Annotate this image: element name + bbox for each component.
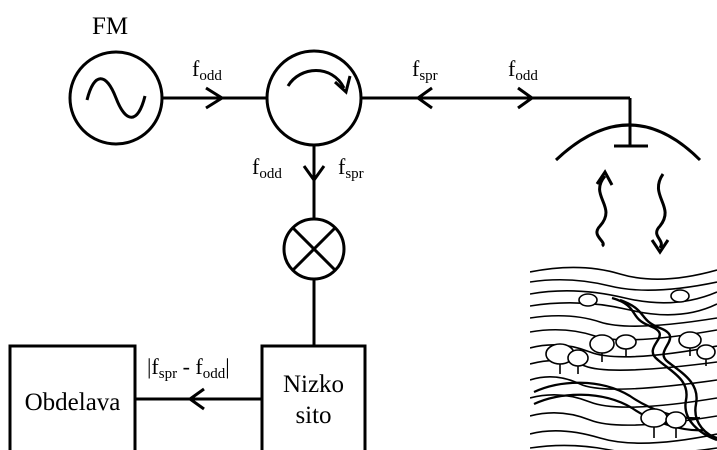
arrow-down-icon [302,165,326,183]
label-fspr-return: fspr [412,56,438,84]
arrow-left-icon [187,387,205,411]
lowpass-filter-label: Nizko sito [262,369,365,432]
wave-arrows-icon [595,169,670,255]
antenna-dish-icon [554,123,702,162]
circulator [265,49,363,147]
circulator-arrow-icon [286,69,346,89]
label-fspr-down: fspr [338,154,364,182]
label-fodd-input: fodd [192,56,222,84]
arrow-left-icon [415,86,433,110]
sine-wave-icon [85,77,147,119]
terrain-illustration [530,266,717,450]
fm-label: FM [92,13,129,40]
arrow-right-icon [517,86,535,110]
lowpass-label-line2: sito [295,402,332,430]
label-fodd-transmit: fodd [508,56,538,84]
lowpass-label-line1: Nizko [282,371,345,398]
label-frequency-difference: |fspr - fodd| [147,354,230,382]
processing-block [8,344,137,450]
fm-oscillator [68,50,164,146]
processing-label: Obdelava [24,389,121,416]
label-fodd-down: fodd [252,154,282,182]
mixer [282,217,346,281]
arrow-right-icon [205,86,225,110]
lowpass-filter-block [260,344,367,450]
